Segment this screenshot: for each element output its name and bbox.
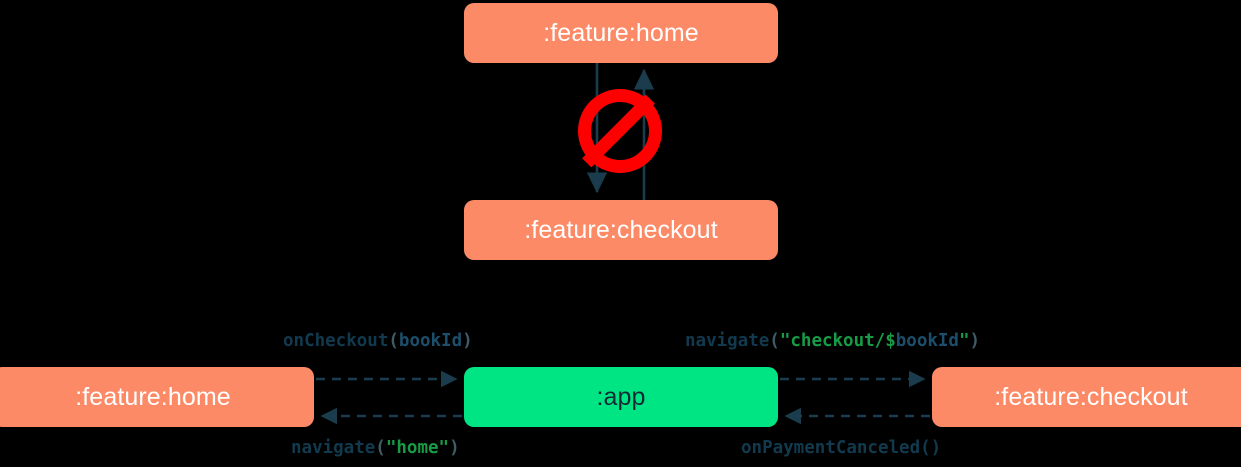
no-entry-sign-icon: [578, 89, 662, 173]
edge-label-on-payment-canceled: onPaymentCanceled(): [741, 438, 941, 458]
code-token-string: $: [885, 331, 896, 351]
node-label: :feature:home: [543, 18, 699, 47]
code-token-paren: ): [969, 331, 981, 351]
node-label: :app: [596, 382, 646, 411]
code-token-function: (): [920, 438, 942, 458]
code-token-paren: ): [449, 438, 460, 458]
node-feature-checkout-top[interactable]: :feature:checkout: [464, 200, 778, 260]
code-token-paren: (: [769, 331, 780, 351]
node-label: :feature:home: [75, 382, 231, 411]
code-token-paren: ): [462, 331, 473, 351]
code-token-paren: (: [375, 438, 386, 458]
node-feature-home-bottom[interactable]: :feature:home: [0, 367, 314, 427]
code-token-string: "checkout/: [779, 331, 886, 351]
edge-label-navigate-checkout: navigate("checkout/$bookId"): [685, 331, 980, 351]
code-token-function: navigate: [291, 438, 376, 458]
edge-label-navigate-home: navigate("home"): [291, 438, 460, 458]
node-feature-home-top[interactable]: :feature:home: [464, 3, 778, 63]
code-token-argument: bookId: [895, 331, 959, 351]
code-token-paren: (: [388, 331, 399, 351]
edge-label-on-checkout: onCheckout(bookId): [283, 331, 473, 351]
node-app[interactable]: :app: [464, 367, 778, 427]
code-token-string: ": [958, 331, 970, 351]
node-feature-checkout-bottom[interactable]: :feature:checkout: [932, 367, 1241, 427]
node-label: :feature:checkout: [994, 382, 1188, 411]
node-label: :feature:checkout: [524, 215, 718, 244]
code-token-string: "home": [385, 438, 450, 458]
code-token-function: navigate: [685, 331, 770, 351]
code-token-function: onCheckout: [283, 331, 389, 351]
code-token-argument: bookId: [398, 331, 463, 351]
code-token-function: onPaymentCanceled: [741, 438, 921, 458]
